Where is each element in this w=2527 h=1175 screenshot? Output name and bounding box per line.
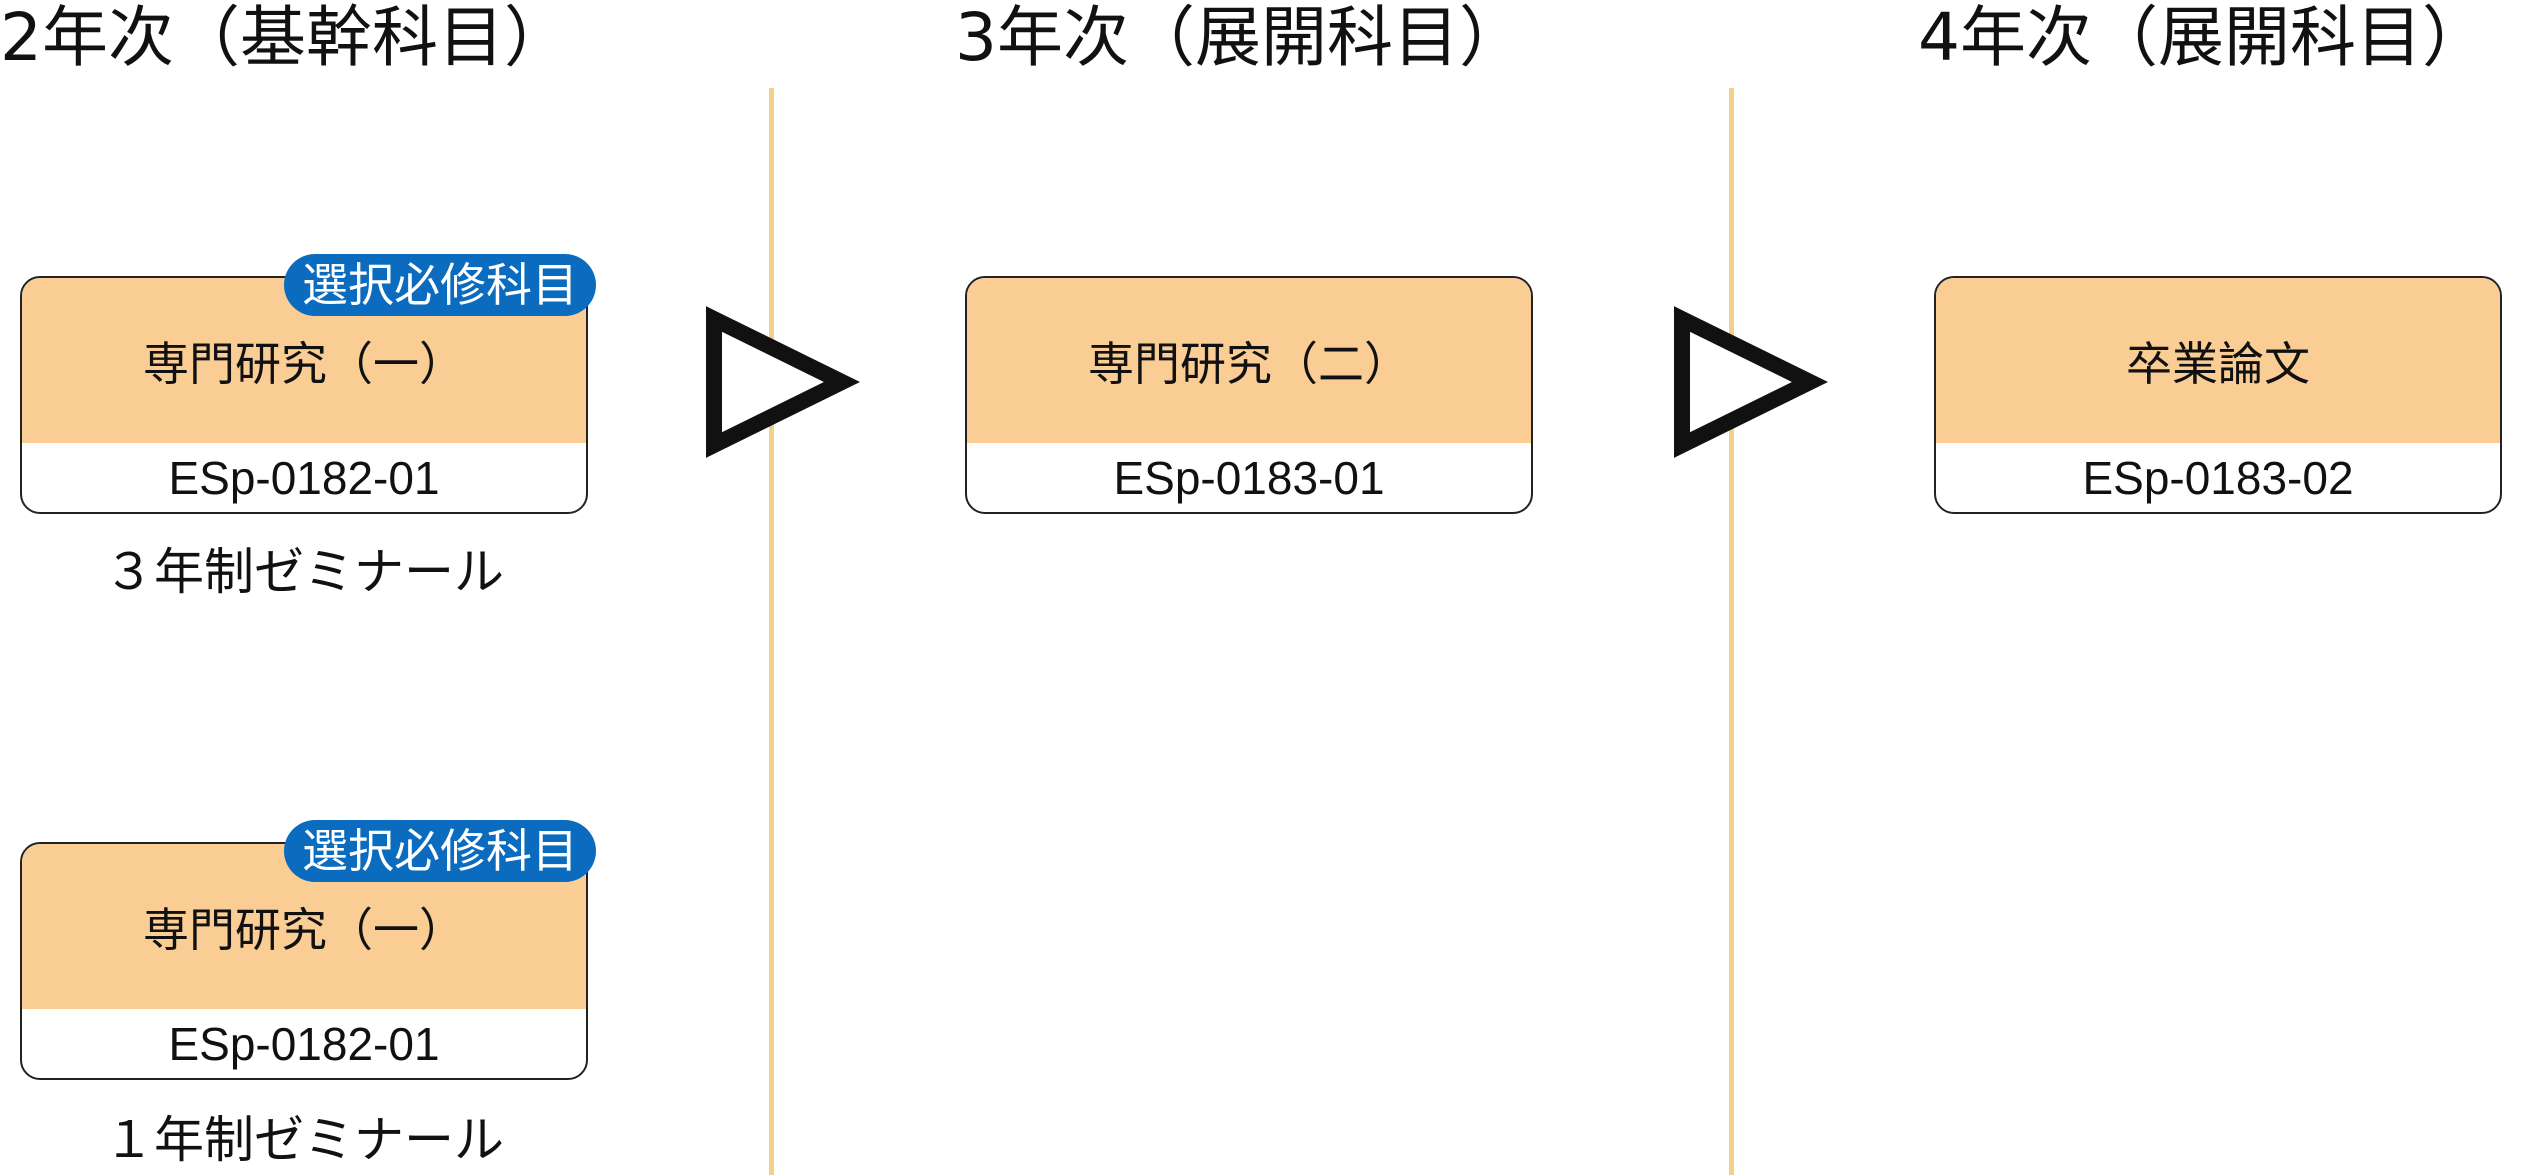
course-code-seminar1: ESp-0182-01 (168, 1017, 440, 1070)
heading-year-2: 2年次（基幹科目） (0, 0, 570, 76)
heading-year-4: 4年次（展開科目） (1918, 0, 2488, 76)
course-title-seminar1: 専門研究（一） (22, 844, 586, 1009)
required-badge-seminar1: 選択必修科目 (284, 820, 596, 882)
course-caption-seminar3: ３年制ゼミナール (104, 543, 504, 601)
course-caption-seminar1: １年制ゼミナール (104, 1111, 504, 1169)
column-divider-left (769, 88, 774, 1175)
course-code-year4: ESp-0183-02 (2082, 451, 2354, 504)
column-divider-right (1729, 88, 1734, 1175)
course-card-year3: 専門研究（二） ESp-0183-01 (965, 276, 1533, 514)
course-title-year3: 専門研究（二） (967, 278, 1531, 443)
required-badge-seminar3: 選択必修科目 (284, 254, 596, 316)
heading-year-3: 3年次（展開科目） (955, 0, 1525, 76)
flow-arrow-icon (706, 306, 860, 458)
flow-arrow-shape (706, 306, 860, 458)
flow-arrow-shape (1674, 306, 1828, 458)
course-card-seminar1: 専門研究（一） ESp-0182-01 選択必修科目 (20, 820, 596, 1080)
course-card-seminar3: 専門研究（一） ESp-0182-01 選択必修科目 (20, 254, 596, 514)
flow-arrow-icon (1674, 306, 1828, 458)
course-title-year4: 卒業論文 (1936, 278, 2500, 443)
course-code-seminar3: ESp-0182-01 (168, 451, 440, 504)
course-code-year3: ESp-0183-01 (1113, 451, 1385, 504)
course-card-year4: 卒業論文 ESp-0183-02 (1934, 276, 2502, 514)
